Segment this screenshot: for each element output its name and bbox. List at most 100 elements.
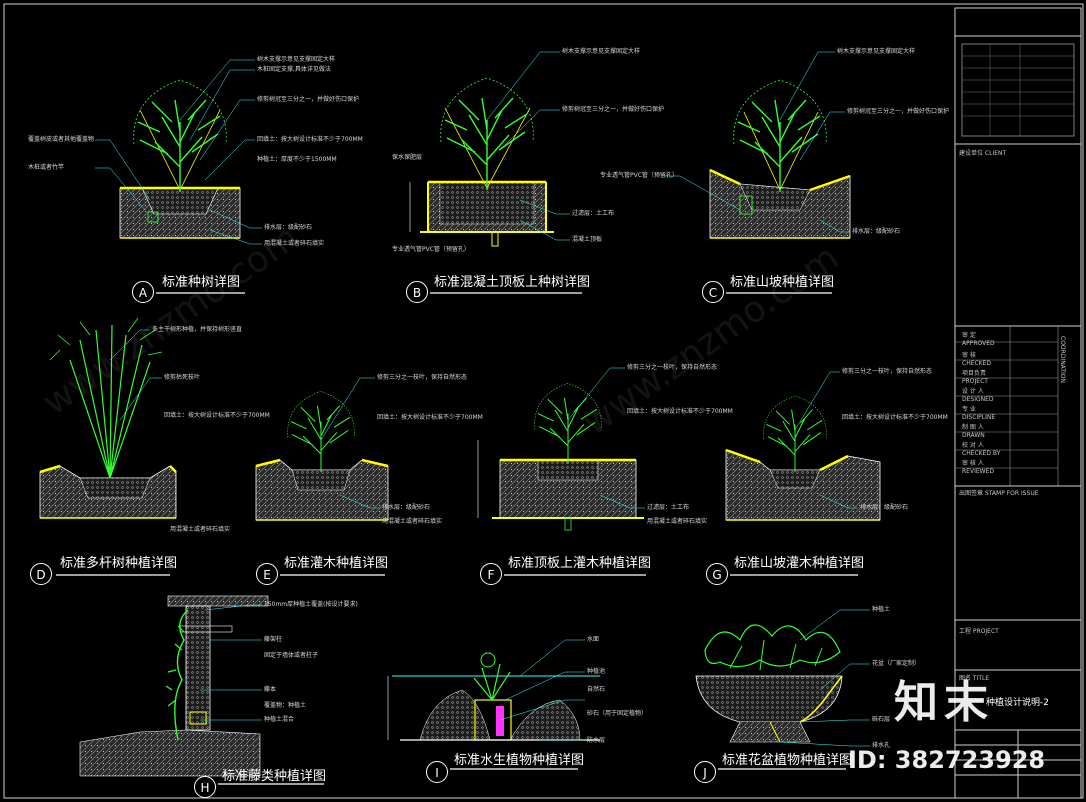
detail-c (709, 79, 851, 239)
annotation: 修剪枯死枝叶 (164, 374, 201, 381)
detail-marker-d[interactable]: D (30, 563, 52, 585)
annotation: 回填土：按大树设计标准不少于700MM (842, 414, 948, 421)
seal-label: 审 核 人 (962, 460, 984, 467)
drawing-title: 种植设计说明-2 (986, 698, 1049, 708)
seal-label: APPROVED (962, 340, 995, 347)
annotation: 修剪树冠至三分之一，并做好伤口保护 (847, 108, 950, 115)
project-label: 工程 PROJECT (959, 628, 999, 635)
annotation: 修剪三分之一枝叶，保持自然形态 (627, 364, 718, 371)
annotation: 种植土混合 (264, 716, 295, 723)
seal-label: DISCIPLINE (962, 414, 996, 421)
detail-d (39, 317, 177, 519)
seal-label: CHECKED BY (962, 450, 1001, 457)
annotation: 过滤层：土工布 (647, 504, 690, 511)
annotation: 藤架柱 (264, 636, 283, 643)
annotation: 砂石（用于固定植物） (587, 710, 648, 717)
seal-label: DRAWN (962, 432, 985, 439)
detail-a (119, 79, 241, 239)
seal-label: 设 计 人 (962, 388, 984, 395)
annotation: 回填土：按大树设计标准不少于700MM (377, 414, 483, 421)
annotation: 树木支撑示意见支撑固定大样 (562, 48, 641, 55)
annotation: 覆盖树皮或者其他覆盖物 (28, 136, 95, 143)
seal-label: DESIGNED (962, 396, 994, 403)
detail-e (255, 390, 389, 521)
annotation: 木桩固定支撑,具体详见做法 (257, 66, 331, 73)
detail-title-f: 标准顶板上灌木种植详图 (508, 556, 652, 571)
annotation: 砾石层 (872, 716, 891, 723)
annotation: 修剪三分之一枝叶，保持自然形态 (842, 368, 933, 375)
annotation: 混凝土顶板 (572, 236, 603, 243)
title-label: 图名 TITLE (959, 675, 990, 682)
annotation: 水面 (587, 636, 600, 643)
annotation: 树木支撑示意见支撑固定大样 (837, 48, 916, 55)
coordination-label: COORDINATION (1059, 336, 1066, 383)
annotation: 固定于墙体或者柱子 (264, 652, 319, 659)
detail-title-d: 标准多杆树种植详图 (60, 556, 178, 571)
annotation: 自然石 (587, 686, 606, 693)
detail-title-b: 标准混凝土顶板上种树详图 (434, 275, 591, 290)
detail-title-c: 标准山坡种植详图 (730, 275, 835, 290)
detail-marker-h[interactable]: H (194, 776, 216, 798)
stamp-label: 出图签章 STAMP FOR ISSUE (959, 490, 1039, 497)
annotation: 回填土：按大树设计标准不少于700MM (257, 136, 363, 143)
annotation: 排水层：级配砂石 (852, 228, 901, 235)
annotation: 150mm厚种植土覆盖(按设计要求) (264, 601, 358, 608)
seal-label: 校 对 人 (962, 442, 984, 449)
annotation: 用混凝土或者碎石填实 (647, 518, 708, 525)
annotation: 排水层：级配砂石 (860, 504, 909, 511)
annotation: 排水层：级配砂石 (382, 504, 431, 511)
watermark-id: ID: 382723928 (848, 746, 1046, 774)
annotation: 种植池 (587, 668, 606, 675)
annotation: 专业透气管PVC管（预留孔） (392, 246, 470, 253)
seal-label: 审 核 (962, 352, 976, 359)
annotation: 专业透气管PVC管（预留孔） (600, 172, 678, 179)
detail-title-e: 标准灌木种植详图 (284, 556, 389, 571)
seal-label: 项目负责 (962, 370, 987, 377)
seal-label: 审 定 (962, 332, 976, 339)
seal-label: REVIEWED (962, 468, 994, 475)
annotation: 修剪树冠至三分之一，并做好伤口保护 (562, 106, 665, 113)
detail-title-g: 标准山坡灌木种植详图 (734, 556, 865, 571)
detail-b (409, 77, 554, 247)
annotation: 花盆（厂家定制） (872, 660, 921, 667)
annotation: 排水孔 (872, 742, 891, 749)
annotation: 用混凝土或者碎石填实 (170, 526, 231, 533)
detail-title-h: 标准藤类种植详图 (222, 769, 327, 784)
annotation: 修剪树冠至三分之一，并做好伤口保护 (257, 96, 360, 103)
detail-marker-f[interactable]: F (480, 563, 502, 585)
detail-marker-e[interactable]: E (256, 563, 278, 585)
annotation: 藤本 (264, 686, 277, 693)
client-label: 建设单位 CLIENT (959, 150, 1007, 157)
detail-h (79, 595, 269, 777)
seal-label: 专 业 (962, 406, 976, 413)
watermark-logo: 知末 (894, 677, 994, 728)
detail-marker-g[interactable]: G (706, 563, 728, 585)
detail-title-a: 标准种树详图 (162, 275, 241, 290)
detail-marker-j[interactable]: J (694, 761, 716, 783)
annotation: 多主干树形种植，并保持树形竖直 (152, 326, 243, 333)
detail-marker-b[interactable]: B (406, 281, 428, 303)
annotation: 木桩或者竹竿 (28, 164, 65, 171)
annotation: 过滤层：土工布 (572, 210, 615, 217)
annotation: 用混凝土或者碎石填实 (264, 240, 325, 247)
detail-marker-a[interactable]: A (132, 281, 154, 303)
detail-title-j: 标准花盆植物种植详图 (722, 753, 853, 768)
annotation: 修剪三分之一枝叶，保持自然形态 (377, 374, 468, 381)
annotation: 保水保肥层 (392, 154, 423, 161)
annotation: 排水层：级配砂石 (264, 224, 313, 231)
detail-marker-c[interactable]: C (702, 281, 724, 303)
detail-marker-i[interactable]: I (426, 761, 448, 783)
seal-label: 制 图 人 (962, 424, 984, 431)
annotation: 防水层 (587, 737, 606, 744)
annotation: 用混凝土或者碎石填实 (382, 518, 443, 525)
annotation: 回填土：按大树设计标准不少于700MM (164, 412, 270, 419)
annotation: 覆盖物：种植土 (264, 702, 307, 709)
detail-j (695, 624, 843, 743)
detail-i (387, 652, 600, 741)
annotation: 种植土：厚度不少于1500MM (257, 156, 337, 163)
detail-f (477, 382, 644, 531)
detail-title-i: 标准水生植物种植详图 (454, 753, 585, 768)
seal-label: CHECKED (962, 360, 992, 367)
